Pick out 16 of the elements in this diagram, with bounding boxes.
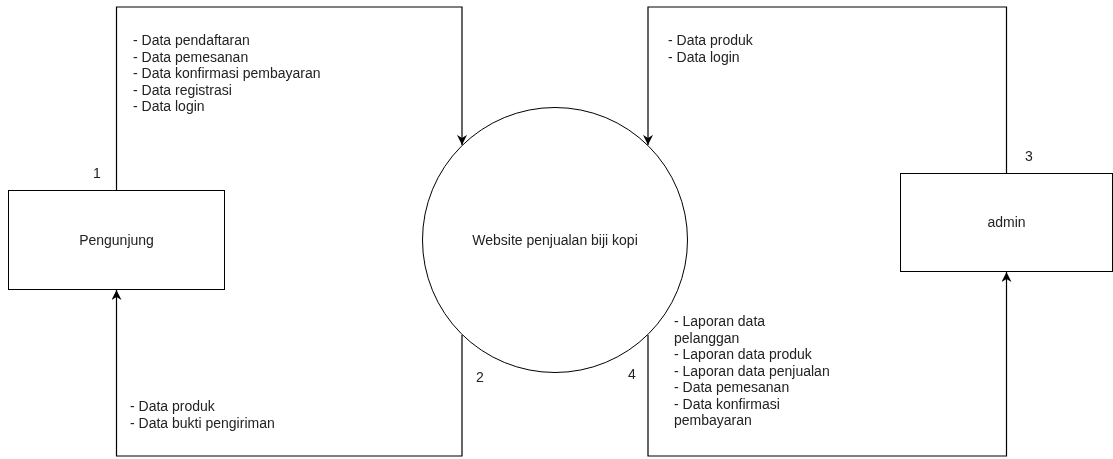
node-label: Pengunjung bbox=[79, 231, 154, 249]
edge-label: - Data produk - Data bukti pengiriman bbox=[130, 398, 275, 431]
edge-label: - Data pendaftaran - Data pemesanan - Data konfirmasi pembayaran - Data registrasi - Data login bbox=[133, 32, 321, 115]
flow-arrow bbox=[115, 6, 467, 191]
callout-number: 3 bbox=[1025, 148, 1033, 164]
flow-arrow bbox=[647, 271, 1012, 457]
node-label: Website penjualan biji kopi bbox=[472, 231, 638, 249]
flow-arrow bbox=[111, 289, 463, 457]
node-label: admin bbox=[987, 214, 1026, 231]
entity-box bbox=[900, 173, 1113, 272]
entity-box bbox=[8, 190, 225, 290]
callout-number: 4 bbox=[628, 366, 636, 382]
callout-number: 1 bbox=[93, 165, 101, 181]
callout-number: 2 bbox=[476, 369, 484, 385]
flow-arrow bbox=[643, 6, 1008, 174]
edge-label: - Data produk - Data login bbox=[668, 32, 753, 65]
